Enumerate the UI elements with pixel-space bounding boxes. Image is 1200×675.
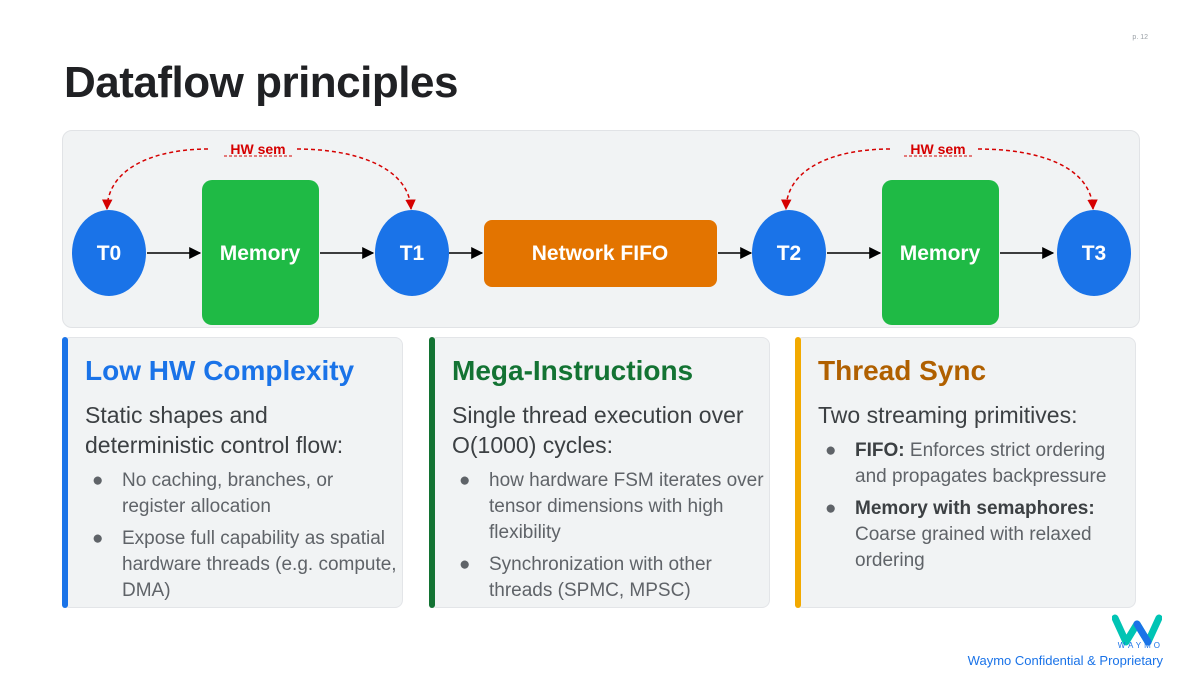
- memory-block-right: [882, 180, 999, 325]
- thread-label: T2: [777, 242, 802, 265]
- thread-label: T1: [400, 242, 425, 265]
- bullet-text: how hardware FSM iterates over tensor di…: [489, 470, 764, 543]
- list-item: ● how hardware FSM iterates over tensor d…: [430, 468, 765, 546]
- card-accent-bar: [62, 337, 68, 608]
- card-title: Thread Sync: [818, 355, 987, 386]
- page-number: p. 12: [1132, 34, 1148, 41]
- bullet-icon: ●: [92, 528, 104, 549]
- thread-node-t3: [1057, 210, 1131, 296]
- thread-label: T0: [97, 242, 122, 265]
- list-item: ● Expose full capability as spatial hardw…: [63, 526, 398, 604]
- bullet-icon: ●: [92, 470, 104, 491]
- thread-node-t1: [375, 210, 449, 296]
- bullet-text: Enforces strict ordering and propagates …: [855, 440, 1107, 487]
- memory-label: Memory: [220, 242, 301, 265]
- page-title: Dataflow principles: [64, 58, 458, 107]
- network-fifo-block: [484, 220, 717, 287]
- card-bullets: ● FIFO: Enforces strict ordering and prop…: [796, 438, 1131, 580]
- confidential-footer: Waymo Confidential & Proprietary: [967, 653, 1163, 668]
- card-subtitle: Single thread execution over O(1000) cyc…: [452, 402, 744, 458]
- card-title: Mega-Instructions: [452, 355, 694, 386]
- network-fifo-label: Network FIFO: [532, 242, 669, 265]
- waymo-logo-icon: [1112, 614, 1162, 646]
- bullet-text: No caching, branches, or register alloca…: [122, 470, 334, 517]
- list-item: ● FIFO: Enforces strict ordering and prop…: [796, 438, 1131, 490]
- bullet-text: Coarse grained with relaxed ordering: [855, 524, 1092, 571]
- list-item: ● No caching, branches, or register alloc…: [63, 468, 398, 520]
- list-item: ● Memory with semaphores: Coarse grained …: [796, 496, 1131, 574]
- semaphore-arc-right: [780, 148, 891, 211]
- brand-wordmark: WAYMO: [1117, 641, 1163, 650]
- bullet-text: Expose full capability as spatial hardwa…: [122, 528, 397, 601]
- bullet-icon: ●: [825, 498, 837, 519]
- card-accent-bar: [429, 337, 435, 608]
- card-mega-instructions: Mega-Instructions Single thread executio…: [429, 337, 770, 608]
- dataflow-diagram: HW sem HW sem T0 T1 T2 T3 Memory Memory …: [62, 130, 1140, 328]
- bullet-term: FIFO:: [855, 440, 905, 461]
- card-subtitle: Static shapes and deterministic control …: [85, 402, 344, 458]
- card-title: Low HW Complexity: [85, 355, 355, 386]
- memory-label: Memory: [900, 242, 981, 265]
- card-low-hw-complexity: Low HW Complexity Static shapes and dete…: [62, 337, 403, 608]
- bullet-text: Synchronization with other threads (SPMC…: [489, 554, 712, 601]
- semaphore-arc-right: [977, 148, 1098, 211]
- thread-node-t2: [752, 210, 826, 296]
- memory-block-left: [202, 180, 319, 325]
- thread-node-t0: [72, 210, 146, 296]
- thread-label: T3: [1082, 242, 1107, 265]
- card-accent-bar: [795, 337, 801, 608]
- bullet-term: Memory with semaphores:: [855, 498, 1095, 519]
- card-subtitle: Two streaming primitives:: [818, 402, 1078, 428]
- bullet-icon: ●: [459, 470, 471, 491]
- hw-sem-label-right: HW sem: [910, 141, 965, 157]
- dataflow-diagram-svg: HW sem HW sem T0 T1 T2 T3 Memory Memory …: [72, 141, 1131, 325]
- semaphore-arc-left: [101, 148, 209, 211]
- hw-sem-label-left: HW sem: [230, 141, 285, 157]
- bullet-icon: ●: [825, 440, 837, 461]
- card-bullets: ● No caching, branches, or register alloc…: [63, 468, 398, 610]
- bullet-icon: ●: [459, 554, 471, 575]
- semaphore-arc-left: [296, 148, 416, 211]
- card-thread-sync: Thread Sync Two streaming primitives: ● F…: [795, 337, 1136, 608]
- card-bullets: ● how hardware FSM iterates over tensor d…: [430, 468, 765, 610]
- list-item: ● Synchronization with other threads (SPM…: [430, 552, 765, 604]
